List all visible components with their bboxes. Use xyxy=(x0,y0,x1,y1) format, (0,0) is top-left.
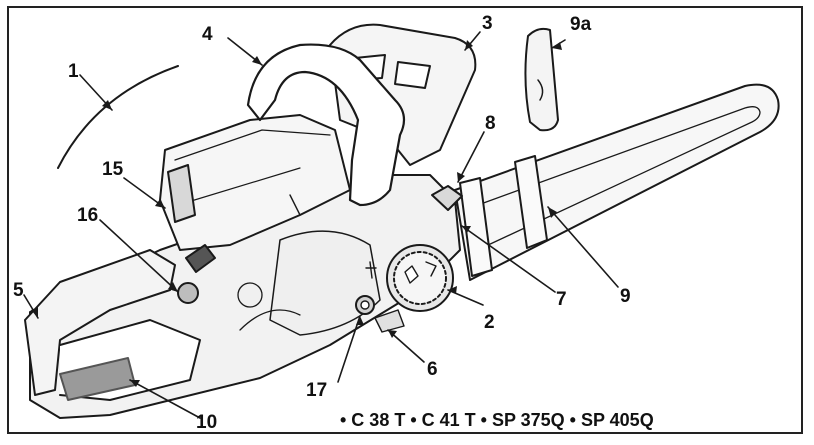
bar-end-plate xyxy=(459,177,493,277)
callout-6: 6 xyxy=(427,359,438,380)
callout-7: 7 xyxy=(556,289,567,310)
callout-4: 4 xyxy=(202,24,213,45)
callout-9a: 9a xyxy=(570,14,592,35)
bar-clamp xyxy=(514,155,548,249)
callout-3: 3 xyxy=(482,13,493,34)
bumper-spike xyxy=(431,185,463,211)
callout-15: 15 xyxy=(102,159,124,180)
model-list: • C 38 T • C 41 T • SP 375Q • SP 405Q xyxy=(338,410,656,431)
callout-10: 10 xyxy=(196,412,218,433)
front-handle xyxy=(246,43,406,207)
bar-cover xyxy=(524,27,559,132)
callout-2: 2 xyxy=(484,312,495,333)
stop-switch xyxy=(167,164,196,223)
callout-9: 9 xyxy=(620,286,631,307)
callout-8: 8 xyxy=(485,113,496,134)
primer-bulb xyxy=(177,282,199,304)
choke-lever xyxy=(185,244,216,273)
callout-5: 5 xyxy=(13,280,24,301)
callout-17: 17 xyxy=(306,380,328,401)
guide-bar-groove xyxy=(477,106,761,247)
rear-handle xyxy=(24,249,176,396)
callout-1: 1 xyxy=(68,61,79,82)
callout-16: 16 xyxy=(77,205,99,226)
